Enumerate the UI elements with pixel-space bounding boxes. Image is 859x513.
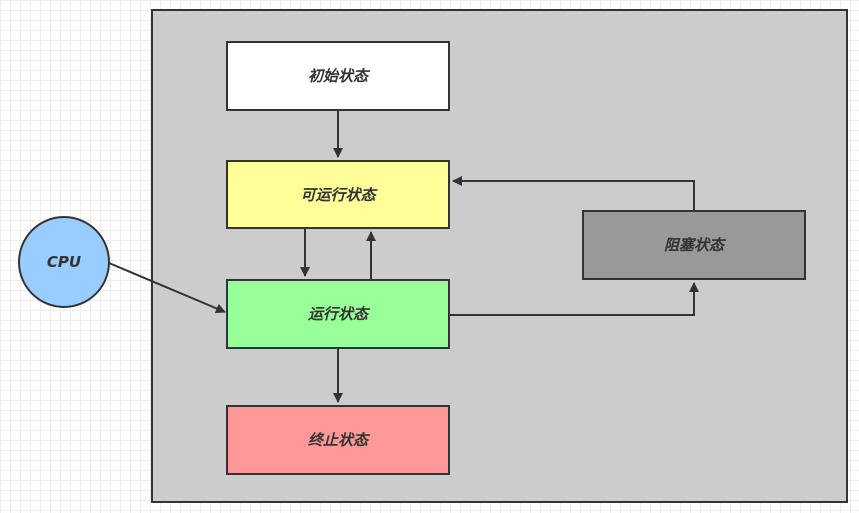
node-terminated-label: 终止状态 [308, 431, 371, 449]
node-cpu-circle [18, 216, 110, 308]
node-initial-label: 初始状态 [308, 67, 371, 85]
node-blocked-state: 阻塞状态 [582, 210, 806, 280]
node-runnable-label: 可运行状态 [300, 186, 378, 204]
node-blocked-box [582, 210, 806, 280]
edge-running-to-blocked [449, 282, 699, 316]
node-initial-state: 初始状态 [226, 41, 450, 111]
node-running-box [226, 279, 450, 349]
edge-cpu-to-running [108, 262, 226, 314]
node-initial-box [226, 41, 450, 111]
node-runnable-box [226, 160, 450, 229]
node-runnable-state: 可运行状态 [226, 160, 450, 229]
node-cpu: CPU [18, 216, 110, 308]
node-running-state: 运行状态 [226, 279, 450, 349]
node-blocked-label: 阻塞状态 [664, 236, 727, 254]
node-terminated-state: 终止状态 [226, 405, 450, 475]
node-terminated-box [226, 405, 450, 475]
node-cpu-label: CPU [47, 253, 81, 271]
edge-blocked-to-runnable [452, 176, 695, 211]
node-running-label: 运行状态 [308, 305, 371, 323]
